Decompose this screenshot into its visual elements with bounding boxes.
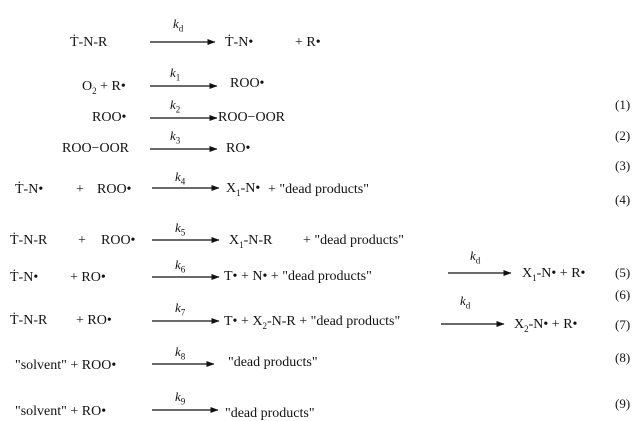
rate-constant-r8: k8 — [175, 344, 186, 362]
species-r6-2: T• + N• + "dead products" — [224, 269, 372, 284]
species-r9-1: "dead products" — [225, 406, 315, 421]
rate-constant-r6: k6 — [175, 257, 186, 275]
species-r4-0: Ṫ-N• — [15, 182, 44, 197]
species-r5-1: + — [78, 233, 86, 248]
species-r6-1: + RO• — [70, 270, 106, 285]
species-r6-0: Ṫ-N• — [10, 270, 39, 285]
species-r1-1: ROO• — [230, 76, 265, 91]
equation-number-9: (9) — [615, 396, 631, 411]
species-r8-1: "dead products" — [228, 355, 318, 370]
species-r5-4: + "dead products" — [303, 233, 404, 248]
species-r7-3: X2-N• + R• — [514, 317, 578, 334]
equation-number-4: (4) — [615, 192, 631, 207]
species-r0-1: Ṫ-N• — [225, 35, 254, 50]
species-r1-0: O2 + R• — [82, 79, 126, 96]
species-r2-0: ROO• — [92, 110, 127, 125]
species-r7-1: + RO• — [76, 313, 112, 328]
rate-constant-r9: k9 — [175, 389, 186, 407]
rate-constant-r4: k4 — [175, 169, 186, 187]
species-r3-1: RO• — [226, 141, 251, 156]
species-r7-2: T• + X2-N-R + "dead products" — [224, 314, 401, 331]
species-r0-2: + R• — [295, 35, 321, 50]
species-r4-2: ROO• — [97, 182, 132, 197]
equation-number-3: (3) — [615, 158, 631, 173]
rate-constant-r5: k5 — [175, 220, 186, 238]
species-r3-0: ROO−OOR — [62, 141, 130, 156]
species-r4-1: + — [76, 182, 84, 197]
rate-constant-r5-second: kd — [470, 248, 481, 266]
equation-number-6: (6) — [615, 287, 631, 302]
rate-constant-r7-second: kd — [460, 293, 471, 311]
species-r5-0: Ṫ-N-R — [10, 233, 48, 248]
equation-number-2: (2) — [615, 128, 631, 143]
species-r4-3: X1-N• — [226, 181, 261, 198]
equation-number-5: (5) — [615, 265, 631, 280]
rate-constant-r3: k3 — [170, 128, 181, 146]
rate-constant-r2: k2 — [170, 97, 181, 115]
species-r9-0: "solvent" + RO• — [15, 404, 107, 419]
species-r7-0: Ṫ-N-R — [10, 313, 48, 328]
species-r8-0: "solvent" + ROO• — [15, 358, 117, 373]
equation-number-1: (1) — [615, 97, 631, 112]
species-r2-1: ROO−OOR — [218, 110, 286, 125]
species-r4-4: + "dead products" — [268, 182, 369, 197]
equation-number-8: (8) — [615, 350, 631, 365]
species-r5-2: ROO• — [101, 233, 136, 248]
species-r0-0: Ṫ-N-R — [70, 35, 108, 50]
rate-constant-r1: k1 — [170, 65, 181, 83]
rate-constant-r7: k7 — [175, 300, 186, 318]
rate-constant-r0: kd — [173, 16, 184, 34]
equation-number-7: (7) — [615, 317, 631, 332]
species-r5-5: X1-N• + R• — [522, 266, 586, 283]
species-r5-3: X1-N-R — [229, 233, 273, 250]
